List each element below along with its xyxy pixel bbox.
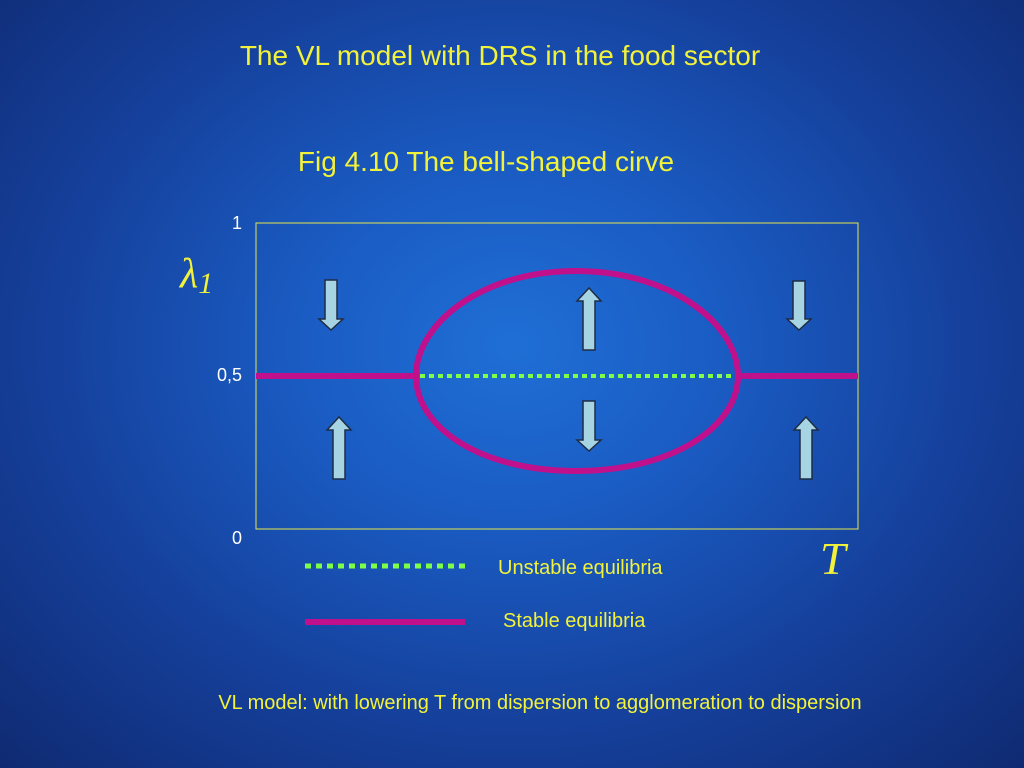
y-tick-0-5: 0,5 — [216, 365, 242, 385]
x-axis-label: T — [820, 533, 846, 584]
arrow-up-right-lower — [792, 415, 820, 480]
arrow-down-left-upper — [317, 279, 345, 332]
y-tick-0: 0 — [231, 528, 242, 548]
figure-title: Fig 4.10 The bell-shaped cirve — [297, 146, 675, 177]
slide-title: The VL model with DRS in the food sector — [239, 40, 761, 71]
y-tick-1: 1 — [231, 213, 242, 233]
legend-unstable-label: Unstable equilibria — [498, 557, 663, 579]
y-axis-symbol: λ — [180, 251, 199, 297]
stable-arc-lower — [413, 375, 741, 475]
y-axis-label: λ1 — [180, 250, 213, 301]
arrow-up-left-lower — [325, 415, 353, 480]
stable-arc-upper — [413, 267, 741, 377]
arrow-down-right-upper — [785, 280, 813, 332]
caption: VL model: with lowering T from dispersio… — [218, 692, 862, 714]
arrow-up-center-upper — [575, 286, 603, 351]
y-axis-subscript: 1 — [198, 267, 214, 300]
arrow-down-center-lower — [575, 400, 603, 453]
legend-stable-label: Stable equilibria — [503, 610, 646, 632]
